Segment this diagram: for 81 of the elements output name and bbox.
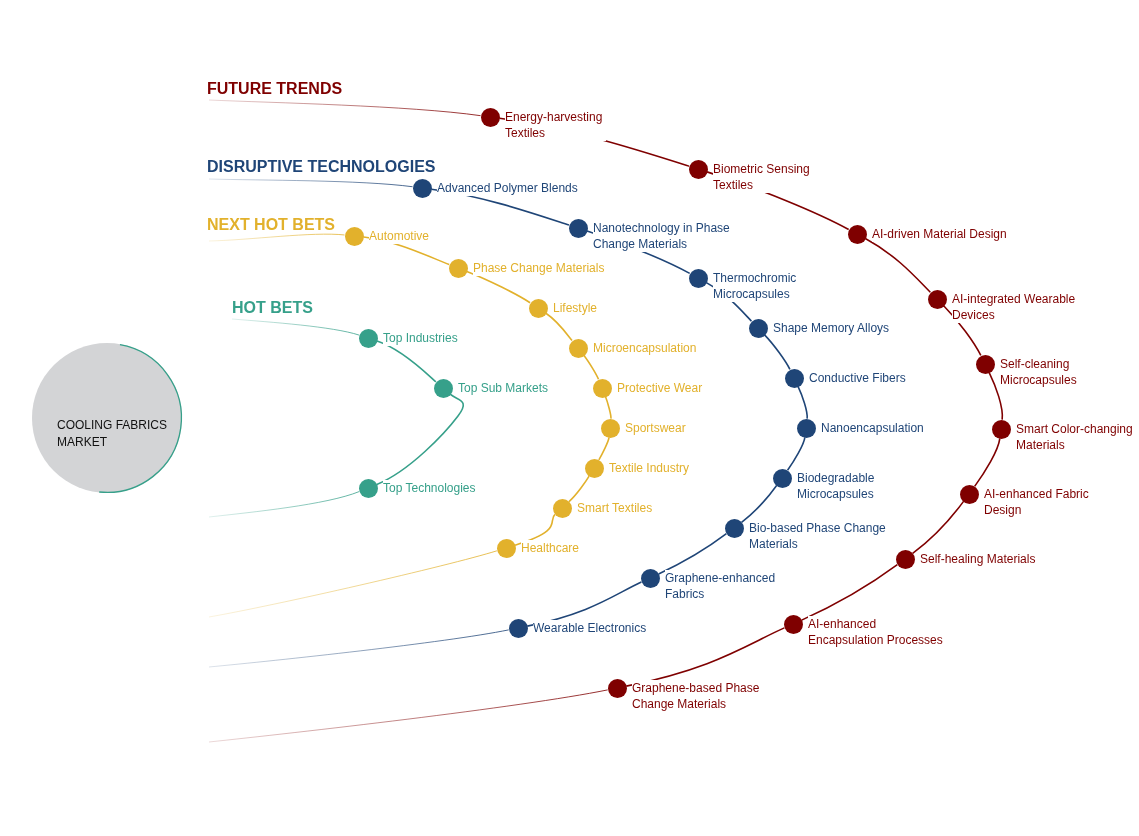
market-title: COOLING FABRICS MARKET — [57, 417, 169, 451]
point-label: Nanotechnology in Phase Change Materials — [593, 220, 733, 252]
arc-line — [208, 689, 609, 743]
circle-marker — [895, 549, 915, 569]
arc-line — [583, 354, 600, 380]
circle-marker — [607, 678, 627, 698]
category-heading: DISRUPTIVE TECHNOLOGIES — [207, 159, 436, 175]
arc-line — [208, 629, 510, 668]
circle-marker — [783, 614, 803, 634]
arc-line — [208, 99, 482, 117]
circle-marker — [991, 419, 1011, 439]
arc-line — [568, 475, 590, 503]
arc-line — [545, 312, 573, 342]
circle-marker — [600, 418, 620, 438]
arc-line — [604, 396, 612, 420]
circle-marker — [847, 224, 867, 244]
circle-marker — [640, 568, 660, 588]
point-label: Top Industries — [383, 330, 458, 346]
arc-line — [598, 436, 610, 461]
point-label: Self-healing Materials — [920, 551, 1036, 567]
arc-line — [942, 304, 982, 357]
circle-marker — [528, 298, 548, 318]
circle-marker — [448, 258, 468, 278]
circle-marker — [772, 468, 792, 488]
arc-line — [797, 385, 808, 420]
arc-line — [740, 484, 778, 524]
arc-line — [208, 233, 346, 242]
arc-line — [657, 532, 728, 575]
arc-line — [763, 334, 791, 371]
circle-marker — [927, 289, 947, 309]
point-label: Top Technologies — [383, 480, 476, 496]
point-label: Microencapsulation — [593, 340, 697, 356]
circle-marker — [592, 378, 612, 398]
arc-line — [208, 491, 360, 518]
circle-marker — [975, 354, 995, 374]
circle-marker — [344, 226, 364, 246]
circle-marker — [412, 178, 432, 198]
circle-marker — [480, 107, 500, 127]
arc-line — [864, 237, 932, 294]
point-label: Advanced Polymer Blends — [437, 180, 578, 196]
circle-marker — [584, 458, 604, 478]
category-heading: FUTURE TRENDS — [207, 81, 343, 97]
circle-marker — [748, 318, 768, 338]
circle-marker — [568, 338, 588, 358]
point-label: Textile Industry — [609, 460, 690, 476]
arc-line — [466, 270, 531, 304]
circle-marker — [568, 218, 588, 238]
point-label: Nanoencapsulation — [821, 420, 924, 436]
arc-line — [514, 513, 556, 546]
arc-line — [988, 371, 1004, 421]
point-label: Top Sub Markets — [458, 380, 549, 396]
circle-marker — [552, 498, 572, 518]
arc-line — [208, 550, 498, 618]
circle-marker — [724, 518, 744, 538]
circle-marker — [688, 159, 708, 179]
point-label: Sportswear — [625, 420, 686, 436]
point-label: Lifestyle — [553, 300, 598, 316]
arc-line — [973, 437, 1001, 488]
arc-line — [208, 178, 414, 188]
circle-marker — [433, 378, 453, 398]
circle-marker — [784, 368, 804, 388]
arc-line — [231, 318, 360, 336]
point-label: Automotive — [369, 228, 430, 244]
circle-marker — [358, 328, 378, 348]
point-label: Phase Change Materials — [473, 260, 605, 276]
arc-line — [625, 627, 786, 687]
circle-marker — [959, 484, 979, 504]
point-label: Energy-harvesting Textiles — [505, 109, 606, 141]
circle-marker — [496, 538, 516, 558]
circle-marker — [796, 418, 816, 438]
arc-line — [911, 500, 965, 555]
arc-line — [800, 563, 899, 621]
arc-line — [786, 436, 806, 472]
arc-line — [376, 393, 465, 486]
circle-marker — [688, 268, 708, 288]
point-label: AI-driven Material Design — [872, 226, 1007, 242]
point-label: Shape Memory Alloys — [773, 320, 890, 336]
category-heading: NEXT HOT BETS — [207, 217, 335, 233]
circle-marker — [358, 478, 378, 498]
category-heading: HOT BETS — [232, 300, 313, 316]
circle-marker — [508, 618, 528, 638]
